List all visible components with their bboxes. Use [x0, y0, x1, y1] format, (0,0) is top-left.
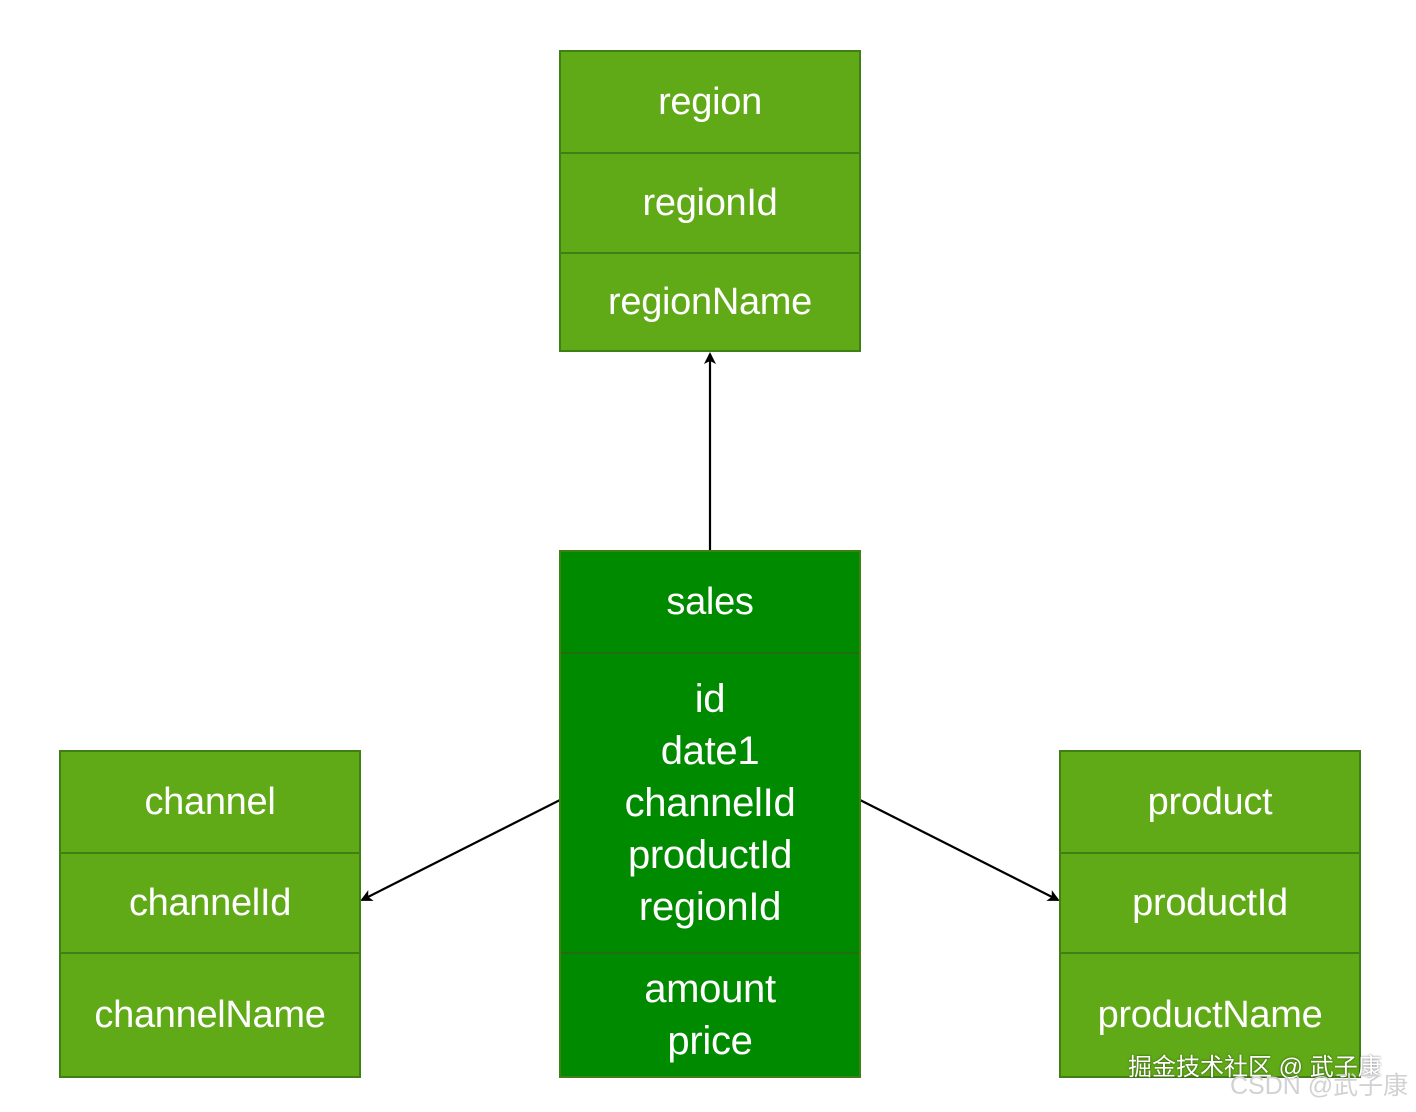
sales-key-fields: id date1 channelId productId regionId — [561, 652, 859, 952]
region-field-row: regionName — [561, 252, 859, 350]
channel-table[interactable]: channel channelId channelName — [59, 750, 361, 1078]
channel-table-name: channel — [144, 781, 276, 823]
juejin-watermark: 掘金技术社区 @ 武子康 — [1128, 1054, 1382, 1081]
region-id-field: regionId — [642, 182, 778, 224]
sales-field-regionid: regionId — [638, 885, 782, 929]
sales-field-price: price — [667, 1019, 753, 1063]
product-field-row: productId — [1061, 852, 1359, 952]
channel-table-title: channel — [61, 752, 359, 852]
arrow-sales-to-channel — [360, 799, 561, 901]
sales-field-id: id — [694, 677, 726, 721]
region-table-name: region — [658, 81, 762, 123]
sales-table[interactable]: sales id date1 channelId productId regio… — [559, 550, 861, 1078]
channel-id-field: channelId — [128, 882, 292, 924]
product-table-name: product — [1147, 781, 1273, 823]
channel-field-row: channelName — [61, 952, 359, 1076]
sales-field-date1: date1 — [660, 729, 760, 773]
product-name-field: productName — [1097, 994, 1323, 1036]
channel-name-field: channelName — [94, 994, 326, 1036]
region-table-title: region — [561, 52, 859, 152]
product-id-field: productId — [1132, 882, 1288, 924]
region-table[interactable]: region regionId regionName — [559, 50, 861, 352]
sales-field-amount: amount — [644, 967, 776, 1011]
csdn-watermark: CSDN @武子康 — [1230, 1072, 1409, 1100]
region-name-field: regionName — [608, 281, 812, 323]
sales-field-productid: productId — [627, 833, 793, 877]
sales-table-title: sales — [561, 552, 859, 652]
channel-field-row: channelId — [61, 852, 359, 952]
product-table-title: product — [1061, 752, 1359, 852]
product-field-row: productName — [1061, 952, 1359, 1076]
product-table[interactable]: product productId productName — [1059, 750, 1361, 1078]
sales-field-channelid: channelId — [624, 781, 796, 825]
region-field-row: regionId — [561, 152, 859, 252]
sales-measure-fields: amount price — [561, 952, 859, 1076]
sales-table-name: sales — [666, 581, 754, 623]
arrow-sales-to-product — [859, 799, 1060, 901]
